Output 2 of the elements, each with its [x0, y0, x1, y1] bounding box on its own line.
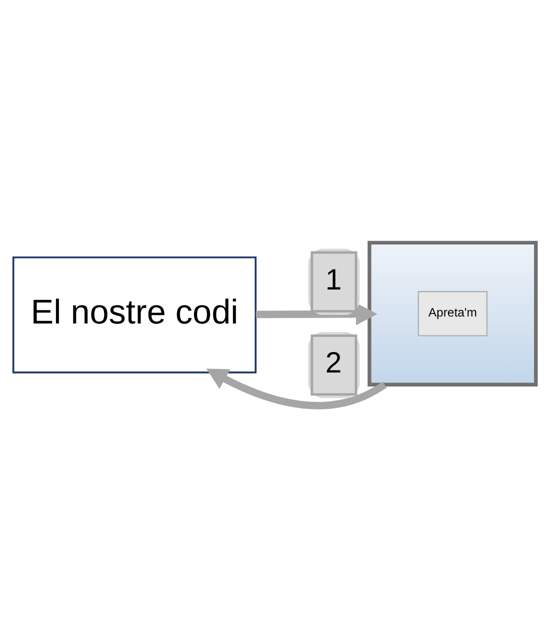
edge-label: 2 — [325, 346, 342, 380]
edge-label: 1 — [325, 263, 342, 296]
